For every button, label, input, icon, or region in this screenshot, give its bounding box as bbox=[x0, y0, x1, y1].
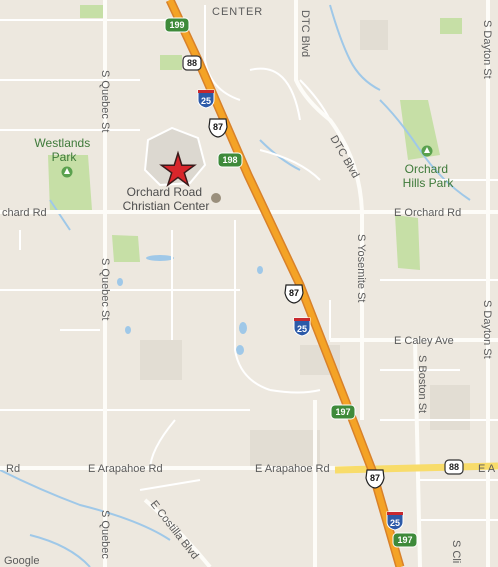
church-poi-icon bbox=[211, 193, 221, 203]
label-e-arapahoe-rd-1: E Arapahoe Rd bbox=[88, 463, 163, 475]
location-marker-star[interactable] bbox=[159, 150, 197, 187]
label-s-dayton-st-top: S Dayton St bbox=[481, 20, 493, 79]
minor-streets bbox=[0, 5, 498, 521]
label-westlands-park: Westlands Park bbox=[34, 136, 93, 164]
park-tree-icon bbox=[61, 166, 73, 178]
label-orchard-hills-park: Orchard Hills Park bbox=[403, 162, 455, 190]
label-s-quebec-st-top: S Quebec St bbox=[99, 70, 111, 132]
arapahoe-yellow-segment bbox=[334, 462, 498, 474]
shield-label: 198 bbox=[222, 155, 237, 165]
state-shield-197: 197 bbox=[392, 532, 418, 548]
label-orchard-rd-west: chard Rd bbox=[2, 207, 47, 219]
label-s-quebec-st-bottom: S Quebec bbox=[99, 510, 111, 559]
state-shield-88: 88 bbox=[182, 55, 202, 71]
label-rd-west: Rd bbox=[6, 463, 20, 475]
state-shield-88: 88 bbox=[444, 459, 464, 475]
state-shield-197: 197 bbox=[330, 404, 356, 420]
shield-label: 25 bbox=[201, 96, 211, 106]
shield-label: 88 bbox=[449, 462, 459, 472]
shield-label: 88 bbox=[187, 58, 197, 68]
interstate-shield-25: 25 bbox=[386, 511, 404, 531]
us-shield-87: 87 bbox=[284, 284, 304, 304]
shield-label: 25 bbox=[297, 324, 307, 334]
label-dtc-blvd-top: DTC Blvd bbox=[299, 10, 311, 57]
interstate-shield-25: 25 bbox=[197, 89, 215, 109]
label-center: CENTER bbox=[212, 6, 263, 18]
interstate-shield-25: 25 bbox=[293, 317, 311, 337]
label-s-boston-st: S Boston St bbox=[416, 355, 428, 413]
shield-label: 87 bbox=[213, 122, 223, 132]
shield-label: 199 bbox=[169, 20, 184, 30]
shield-label: 87 bbox=[370, 473, 380, 483]
shield-label: 197 bbox=[335, 407, 350, 417]
label-e-arapahoe-rd-3: E A bbox=[478, 463, 496, 475]
church-campus bbox=[143, 126, 207, 187]
label-s-quebec-st-mid: S Quebec St bbox=[99, 258, 111, 320]
label-orchard-road-christian-center: Orchard Road Christian Center bbox=[123, 185, 210, 213]
label-s-dayton-st-mid: S Dayton St bbox=[481, 300, 493, 359]
state-shield-198: 198 bbox=[217, 152, 243, 168]
label-s-cli: S Cli bbox=[450, 540, 462, 563]
label-s-yosemite-st: S Yosemite St bbox=[355, 234, 367, 303]
label-e-orchard-rd: E Orchard Rd bbox=[394, 207, 461, 219]
shield-label: 87 bbox=[289, 288, 299, 298]
label-e-arapahoe-rd-2: E Arapahoe Rd bbox=[255, 463, 330, 475]
park-tree-icon bbox=[421, 145, 433, 157]
label-e-caley-ave: E Caley Ave bbox=[394, 335, 454, 347]
us-shield-87: 87 bbox=[365, 469, 385, 489]
shield-label: 197 bbox=[397, 535, 412, 545]
parks bbox=[48, 5, 462, 270]
route-shields: 199 88 25 87 198 87 25 197 88 87 25 197 bbox=[164, 17, 464, 548]
shield-label: 25 bbox=[390, 518, 400, 528]
state-shield-199: 199 bbox=[164, 17, 190, 33]
us-shield-87: 87 bbox=[208, 118, 228, 138]
google-logo: Google bbox=[4, 555, 39, 567]
water-features bbox=[0, 4, 471, 567]
